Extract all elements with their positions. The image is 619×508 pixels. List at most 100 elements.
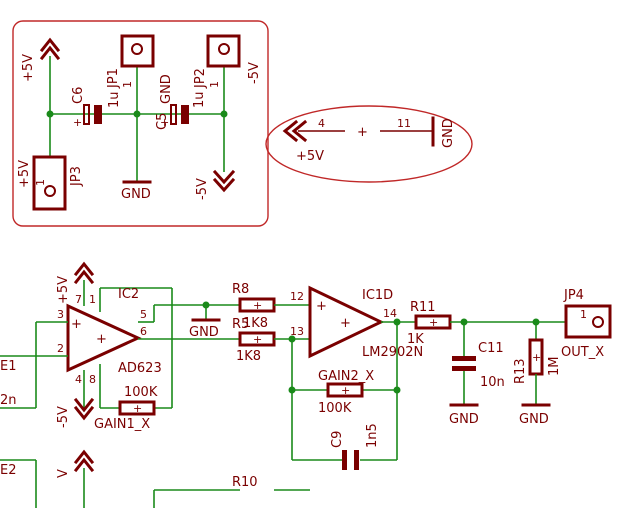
resistor-gain1: +	[118, 400, 156, 416]
label-c5-value: 1u	[192, 91, 207, 108]
opamp-ic2	[66, 303, 142, 373]
label-gnd-ellipse: GND	[441, 118, 456, 148]
capacitor-c9	[342, 450, 359, 470]
label-ic2-part: AD623	[118, 361, 162, 376]
label-r13: R13	[513, 358, 528, 384]
label-jp4-pin: 1	[580, 308, 587, 321]
label-left-net4: V	[56, 469, 71, 478]
label-pin4: 4	[318, 117, 325, 130]
svg-text:+: +	[133, 402, 142, 415]
jumper-jp4	[564, 304, 612, 339]
label-pin11: 11	[397, 117, 411, 130]
label-pin6: 6	[140, 325, 147, 338]
svg-text:+: +	[341, 384, 350, 397]
label-gnd-ic2: GND	[189, 325, 219, 340]
label-pin5: 5	[140, 308, 147, 321]
supply-arrow-ic2-neg	[73, 397, 95, 421]
label-r10-partial: R10	[232, 475, 258, 490]
label-left-net3: E2	[0, 463, 17, 478]
jumper-jp1	[120, 34, 155, 68]
label-gain1: GAIN1_X	[94, 417, 150, 432]
label-ic2-plus: +	[71, 317, 82, 332]
jumper-jp3	[32, 155, 67, 211]
capacitor-c6: +	[73, 104, 102, 129]
supply-arrow-ic2-pos	[73, 261, 95, 285]
supply-arrow-plus5v-left	[39, 37, 61, 61]
label-gnd-center: GND	[121, 187, 151, 202]
label-c9-value: 1n5	[365, 423, 380, 448]
label-pin1: 1	[89, 293, 96, 306]
label-r5-value: 1K8	[236, 349, 261, 364]
svg-text:+: +	[253, 333, 262, 346]
label-c6-value: 1u	[107, 91, 122, 108]
label-jp1: JP1	[106, 68, 121, 89]
label-c6-plus: +	[73, 116, 82, 129]
label-pin2: 2	[57, 342, 64, 355]
resistor-r13: +	[528, 338, 544, 376]
label-ic2-minus5v: -5V	[56, 406, 71, 428]
jumper-jp2	[206, 34, 241, 68]
supply-arrow-minus5v	[212, 169, 236, 193]
label-plus: +	[357, 125, 368, 140]
label-c5: C5	[155, 113, 170, 130]
label-r8-value: 1K8	[243, 316, 268, 331]
label-r11: R11	[410, 300, 436, 315]
label-left-net1: E1	[0, 359, 17, 374]
junction	[46, 110, 54, 118]
svg-text:+: +	[160, 116, 169, 129]
label-plus5v-jp3: +5V	[17, 160, 32, 188]
label-r13-value: 1M	[547, 357, 562, 377]
supply-ellipse-frame	[265, 105, 473, 183]
opamp-ic1d	[308, 285, 385, 359]
label-plus5v-ellipse: +5V	[296, 149, 324, 164]
label-ic1d-plus: +	[316, 299, 327, 314]
resistor-r11: +	[414, 314, 452, 330]
supply-arrow-ic-next	[73, 449, 95, 473]
label-pin8: 8	[89, 373, 96, 386]
svg-text:+: +	[429, 316, 438, 329]
label-ic1d: IC1D	[362, 288, 393, 303]
label-ic2-plus2: +	[96, 332, 107, 347]
label-ic2-plus5v: +5V	[56, 276, 71, 304]
label-c5-gnd: GND	[159, 74, 174, 104]
label-pin12: 12	[290, 290, 304, 303]
label-gnd-c11: GND	[449, 412, 479, 427]
label-left-net2: 2n	[0, 393, 17, 408]
label-ic1d-part: LM2902N	[362, 345, 423, 360]
label-r11-value: 1K	[407, 332, 424, 347]
supply-arrow-left	[282, 119, 308, 143]
resistor-r8: +	[238, 297, 276, 313]
capacitor-c5: +	[160, 104, 189, 129]
label-pin4-ic2: 4	[75, 373, 82, 386]
label-jp3: JP3	[69, 166, 84, 187]
power-block-frame	[12, 20, 269, 227]
label-c6: C6	[71, 87, 86, 104]
label-r5: R5	[232, 317, 249, 332]
label-jp2: JP2	[193, 68, 208, 89]
resistor-gain2: +	[326, 382, 364, 398]
capacitor-c11	[452, 356, 476, 371]
label-gain2-value: 100K	[318, 401, 352, 416]
label-out: OUT_X	[561, 345, 604, 360]
label-pin7: 7	[75, 293, 82, 306]
label-jp4: JP4	[563, 288, 584, 303]
label-gnd-r13: GND	[519, 412, 549, 427]
label-minus5v-bottom: -5V	[195, 178, 210, 200]
svg-text:+: +	[532, 351, 541, 364]
label-pin14: 14	[383, 307, 397, 320]
label-minus5v-right: -5V	[247, 62, 262, 84]
label-jp1-pin: 1	[121, 81, 134, 88]
label-gain2: GAIN2_X	[318, 369, 374, 384]
label-plus5v-left: +5V	[21, 54, 36, 82]
label-gain1-value: 100K	[124, 385, 158, 400]
label-jp2-pin: 1	[208, 81, 221, 88]
resistor-r5: +	[238, 331, 276, 347]
label-jp3-pin: 1	[34, 179, 47, 186]
label-r8: R8	[232, 282, 249, 297]
label-pin13: 13	[290, 325, 304, 338]
label-ic1d-plus2: +	[340, 316, 351, 331]
label-c9: C9	[330, 431, 345, 448]
svg-text:+: +	[253, 299, 262, 312]
label-c11: C11	[478, 341, 504, 356]
